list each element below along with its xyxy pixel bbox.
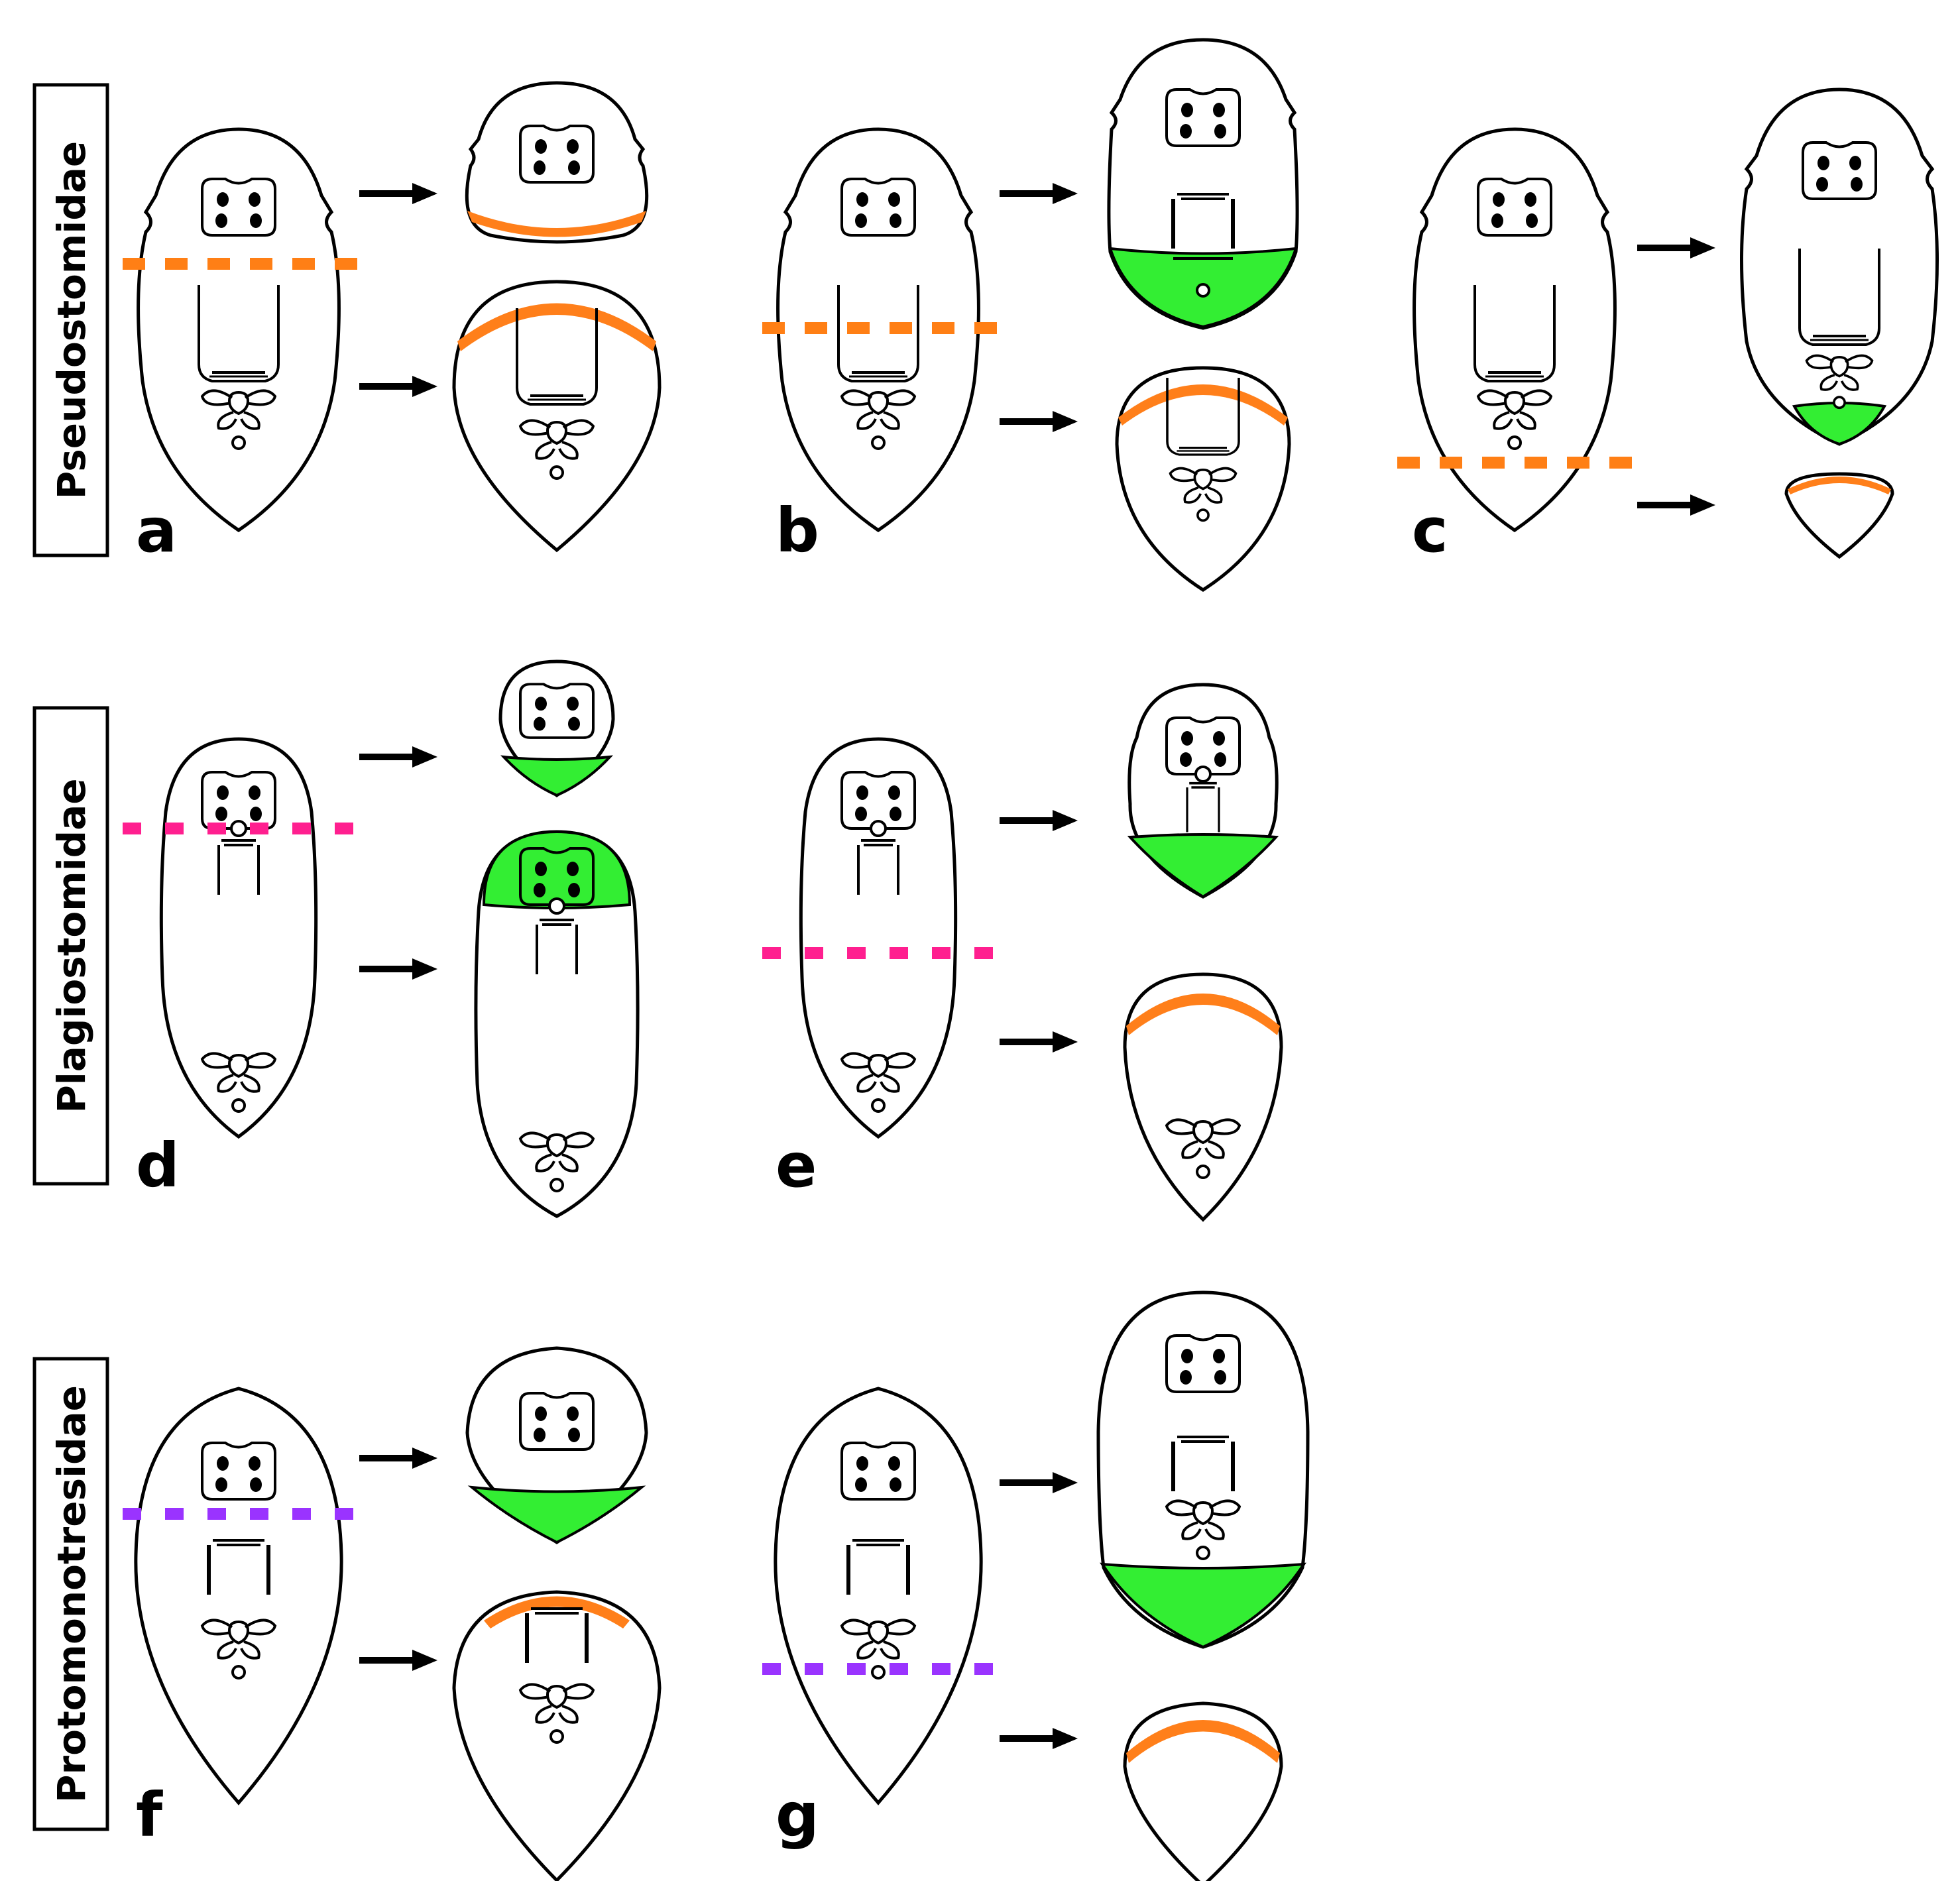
family-label-text: Pseudostomidae [49, 141, 94, 499]
family-label-protomonotresidae: Protomonotresidae [32, 1357, 109, 1831]
posterior-fragment [1115, 366, 1291, 592]
panel-letter: e [776, 1130, 817, 1201]
panel-e: e [762, 683, 1283, 1222]
anterior-fragment [1740, 87, 1939, 446]
panel-d: d [123, 659, 640, 1218]
wound-closure-region [1126, 1720, 1280, 1763]
family-label-text: Protomonotresidae [49, 1385, 94, 1803]
anterior-fragment [465, 81, 649, 244]
regeneration-region [467, 1485, 646, 1544]
worm-body-icon [161, 739, 316, 1137]
wound-closure-region [1118, 384, 1288, 426]
posterior-fragment [452, 1590, 662, 1881]
panel-b: b [762, 38, 1299, 592]
anterior-fragment [498, 659, 615, 798]
family-label-box [32, 706, 109, 1186]
posterior-fragment [1123, 1701, 1283, 1881]
panel-f: f [123, 1346, 662, 1881]
anterior-fragment [1096, 1290, 1310, 1649]
wound-closure-region [1126, 994, 1280, 1035]
anterior-fragment [1107, 38, 1299, 330]
wound-closure-region [457, 303, 656, 351]
posterior-fragment [1123, 972, 1283, 1222]
posterior-fragment [474, 830, 640, 1218]
posterior-fragment [1784, 472, 1894, 559]
regeneration-region [500, 755, 614, 797]
regeneration-region [1127, 833, 1279, 899]
panel-letter: a [136, 495, 177, 566]
anterior-fragment [465, 1346, 648, 1544]
wound-closure-region [484, 1596, 630, 1628]
panel-c: c [1397, 87, 1939, 566]
family-label-box [32, 1357, 109, 1831]
gonopore-icon [1196, 283, 1210, 298]
family-label-pseudostomidae: Pseudostomidae [32, 83, 109, 557]
wound-closure-region [467, 211, 646, 237]
panel-letter: c [1412, 495, 1448, 566]
family-label-plagiostomidae: Plagiostomidae [32, 706, 109, 1186]
regeneration-region [1100, 1562, 1306, 1649]
posterior-fragment [452, 280, 662, 553]
panel-letter: f [136, 1780, 163, 1851]
anterior-fragment [1127, 683, 1279, 899]
worm-body-icon [801, 739, 955, 1137]
family-label-box [32, 83, 109, 557]
family-label-text: Plagiostomidae [49, 778, 94, 1113]
panel-letter: b [776, 495, 819, 566]
panel-g: g [762, 1290, 1310, 1881]
panel-a: a [123, 81, 662, 566]
wound-closure-region [1788, 477, 1891, 494]
panel-letter: g [776, 1780, 819, 1851]
panel-letter: d [136, 1130, 180, 1201]
